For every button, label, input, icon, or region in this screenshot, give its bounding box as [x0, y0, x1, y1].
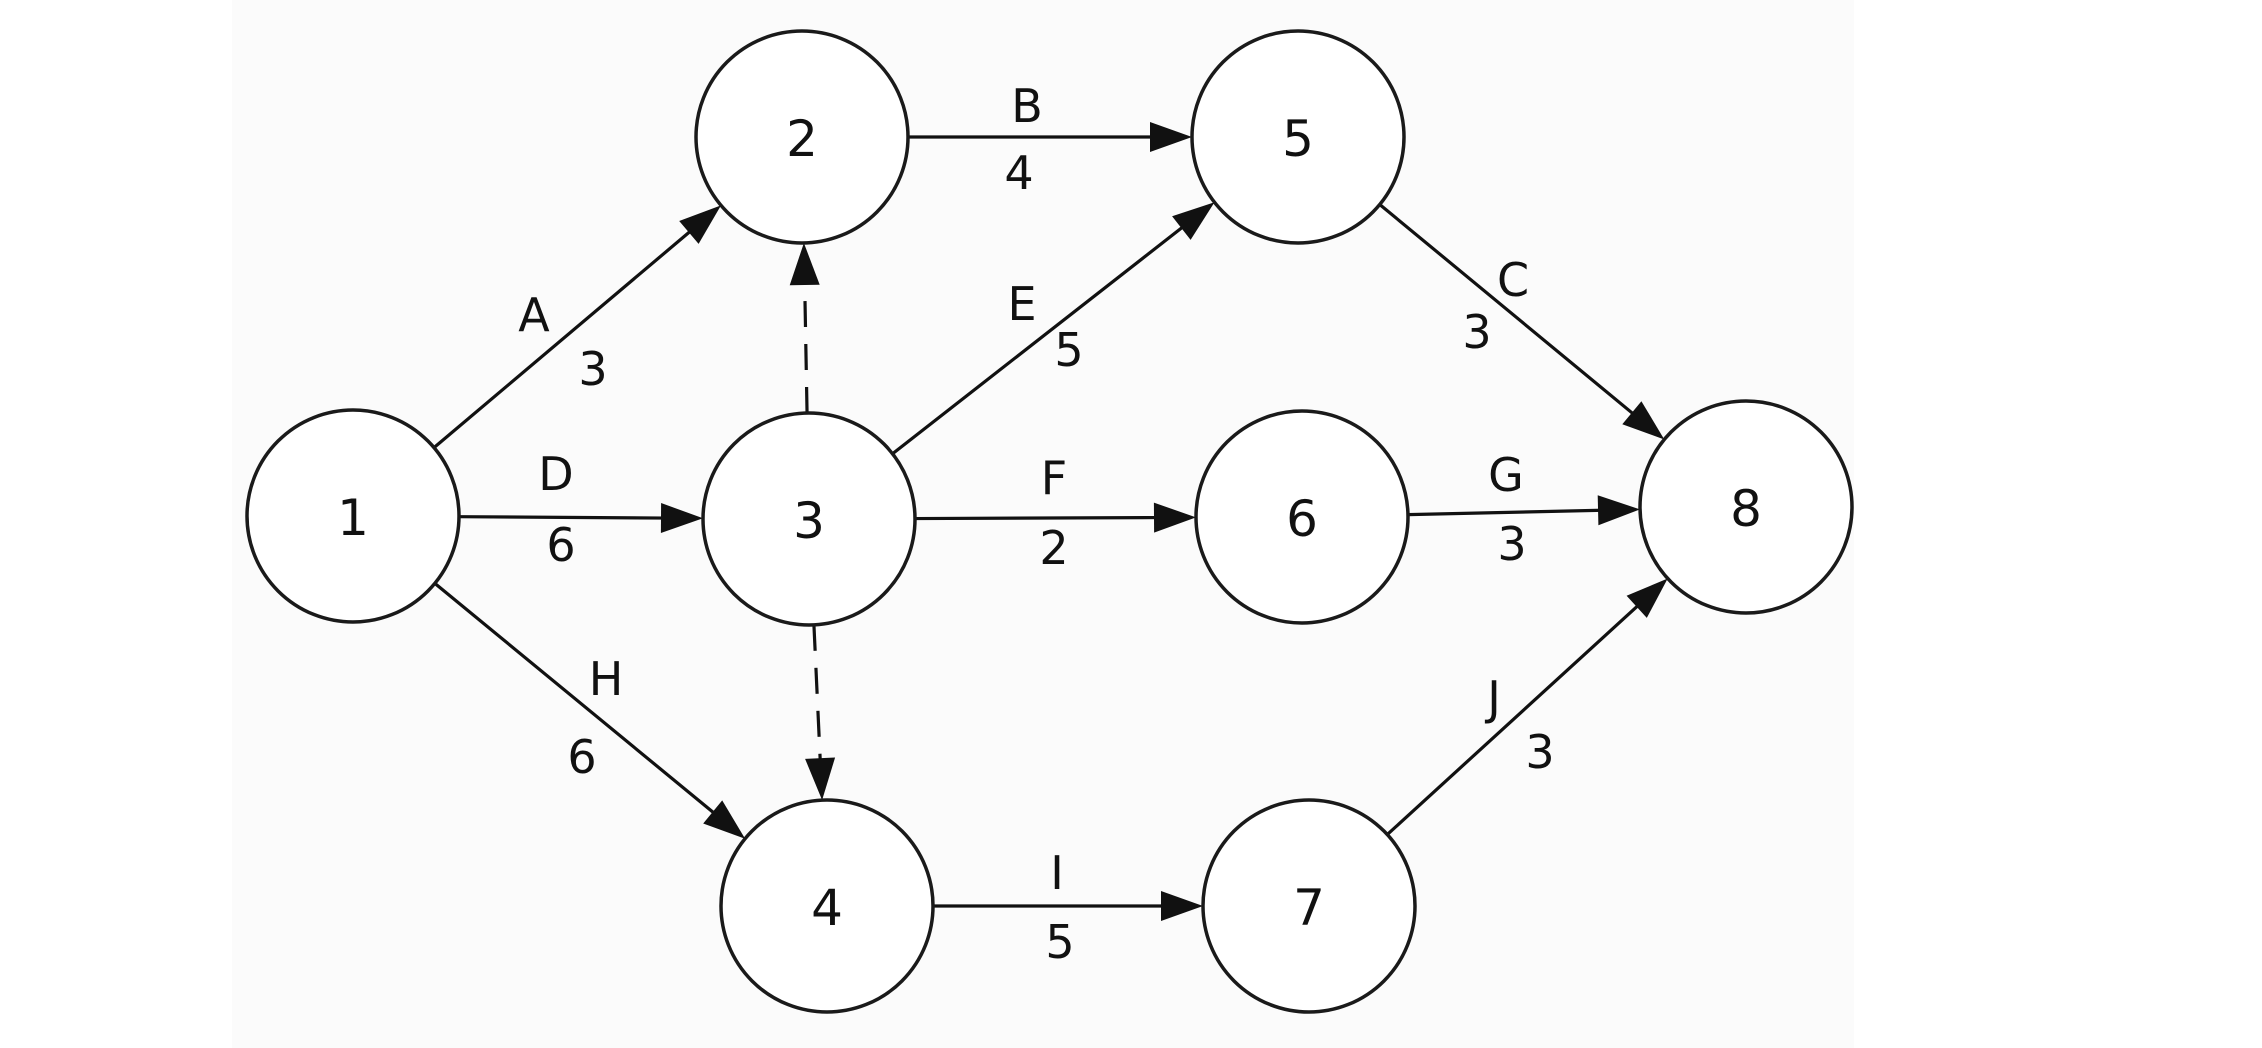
activity-label: C [1497, 253, 1529, 307]
node-3: 3 [701, 411, 917, 627]
activity-arrow [432, 228, 693, 449]
activity-arrow [433, 582, 717, 816]
node-circle [694, 29, 910, 245]
activity-label: I [1050, 846, 1064, 900]
activity-arrow [1386, 602, 1641, 836]
dummy-activity-arrow [803, 280, 809, 414]
duration-label: 3 [1462, 305, 1491, 359]
edge-1-2: A3 [432, 205, 721, 449]
node-label: 3 [793, 492, 825, 550]
diagram-background [232, 0, 1854, 1048]
duration-label: 3 [1497, 517, 1526, 571]
node-5: 5 [1190, 29, 1406, 245]
arrowhead [660, 503, 703, 533]
arrowhead [703, 800, 746, 839]
activity-arrow [914, 515, 1159, 521]
node-circle [1638, 399, 1854, 615]
activity-arrow [1378, 203, 1636, 417]
node-8: 8 [1638, 399, 1854, 615]
activity-label: J [1484, 671, 1501, 725]
node-label: 7 [1293, 879, 1325, 937]
arrowhead [1150, 122, 1192, 152]
arrowhead [1172, 202, 1215, 240]
edge-6-8: G3 [1407, 448, 1640, 571]
node-circle [1194, 409, 1410, 625]
node-label: 1 [337, 489, 369, 547]
activity-arrow [458, 515, 666, 520]
arrowhead [805, 757, 836, 801]
node-label: 6 [1286, 490, 1318, 548]
node-label: 2 [786, 110, 818, 168]
node-7: 7 [1201, 798, 1417, 1014]
activity-label: F [1041, 451, 1067, 505]
activity-label: E [1007, 277, 1036, 331]
duration-label: 4 [1004, 146, 1033, 200]
edge-3-6: F2 [914, 451, 1196, 575]
duration-label: 5 [1045, 915, 1074, 969]
node-6: 6 [1194, 409, 1410, 625]
activity-label: D [538, 447, 573, 501]
activity-label: B [1011, 79, 1043, 133]
node-label: 4 [811, 879, 843, 937]
duration-label: 3 [1525, 725, 1554, 779]
node-4: 4 [719, 798, 935, 1014]
edge-4-7: I5 [933, 846, 1203, 969]
edge-3-2 [789, 243, 820, 414]
node-1: 1 [245, 408, 461, 624]
arrowhead [1161, 891, 1203, 921]
activity-label: A [518, 288, 550, 342]
arrowhead [1597, 495, 1640, 526]
activity-arrow [891, 224, 1186, 456]
node-circle [701, 411, 917, 627]
arrowhead [1626, 578, 1668, 618]
edge-7-8: J3 [1386, 578, 1668, 836]
edge-5-8: C3 [1378, 203, 1665, 440]
duration-label: 6 [546, 518, 575, 572]
node-label: 5 [1282, 110, 1314, 168]
dummy-activity-arrow [812, 624, 822, 763]
arrowhead [679, 205, 721, 244]
activity-label: H [589, 652, 624, 706]
node-circle [1190, 29, 1406, 245]
node-circle [719, 798, 935, 1014]
activity-label: G [1488, 448, 1524, 502]
nodes-layer: 1 2 3 4 5 6 7 8 [245, 29, 1854, 1014]
duration-label: 5 [1054, 323, 1083, 377]
edge-1-3: D6 [458, 447, 703, 572]
node-circle [1201, 798, 1417, 1014]
edge-3-4 [805, 624, 836, 801]
activity-arrow [1407, 508, 1603, 517]
duration-label: 2 [1039, 521, 1068, 575]
arrowhead [1153, 502, 1196, 533]
duration-label: 3 [578, 342, 607, 396]
edge-2-5: B4 [908, 79, 1192, 200]
node-circle [245, 408, 461, 624]
node-2: 2 [694, 29, 910, 245]
arrowhead [789, 243, 820, 286]
node-label: 8 [1730, 480, 1762, 538]
edge-3-5: E5 [891, 202, 1215, 456]
arrowhead [1622, 401, 1665, 440]
duration-label: 6 [567, 730, 596, 784]
edge-1-4: H6 [433, 582, 746, 839]
